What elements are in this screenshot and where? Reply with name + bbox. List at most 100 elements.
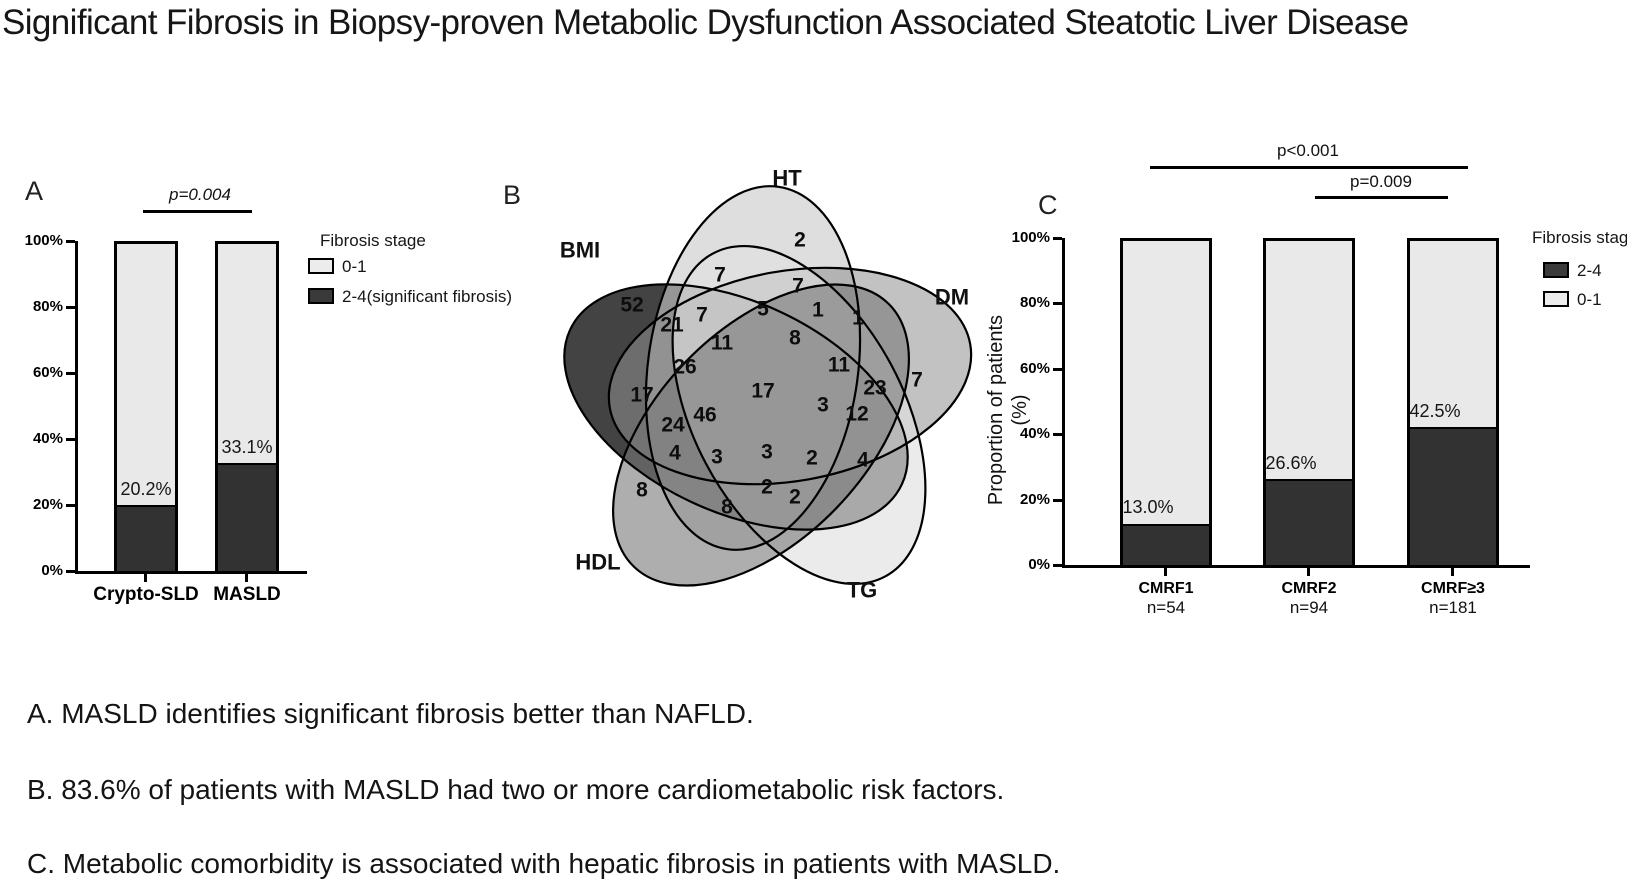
- panel-a-xtick-1: [144, 574, 147, 582]
- panel-c-significance-line-2: [1315, 196, 1448, 199]
- panel-c-legend-swatch-0-1: [1543, 291, 1569, 307]
- panel-a-legend-label-2-4: 2-4(significant fibrosis): [342, 287, 513, 306]
- venn-region-r25: 3: [761, 441, 773, 464]
- venn-region-r21: 24: [661, 414, 685, 437]
- panel-a-legend-title: Fibrosis stage: [320, 231, 426, 250]
- ticksC-mark-40%: [1053, 433, 1062, 437]
- ticksA-label-60%: 60%: [32, 364, 63, 381]
- panel-a-category-crypto-sld: Crypto-SLD: [93, 584, 199, 605]
- panel-a-xtick-2: [245, 574, 248, 582]
- venn-ellipse-hdl: [613, 284, 909, 586]
- venn-region-r30: 2: [789, 486, 801, 509]
- panel-c-label: C: [1038, 190, 1058, 220]
- ticksA-mark-40%: [66, 438, 75, 441]
- venn-region-r14: 26: [673, 356, 696, 379]
- venn-ellipse-outlines: [563, 185, 973, 587]
- venn-region-r05: 7: [714, 264, 726, 287]
- ticksA-mark-100%: [66, 240, 75, 243]
- ticksA-label-0%: 0%: [41, 562, 63, 579]
- ticksA-mark-0%: [66, 570, 75, 573]
- venn-region-r28: 2: [761, 476, 773, 499]
- bar-cmrf1-dark-segment: [1123, 523, 1209, 565]
- bar-cmrf1-value-label: 13.0%: [1122, 497, 1174, 518]
- venn-region-r23: 4: [669, 442, 681, 465]
- venn-region-r27: 4: [857, 449, 869, 472]
- ticksC-mark-60%: [1053, 367, 1062, 371]
- figure-title: Significant Fibrosis in Biopsy-proven Me…: [2, 3, 1409, 42]
- ticksC-label-60%: 60%: [1019, 359, 1050, 377]
- venn-set-label-dm: DM: [935, 285, 969, 310]
- panel-c-significance-line-1: [1150, 166, 1468, 169]
- ticksA-label-20%: 20%: [32, 496, 63, 513]
- panel-a-y-axis: [75, 241, 78, 574]
- panel-c-legend-title: Fibrosis stage: [1532, 228, 1627, 247]
- panel-c-n-cmrf1: n=54: [1146, 598, 1186, 617]
- venn-region-dm_only: 7: [911, 369, 923, 392]
- panel-b-label: B: [503, 180, 522, 210]
- ticksC-label-80%: 80%: [1019, 294, 1050, 312]
- panel-a-legend-label-0-1: 0-1: [342, 257, 367, 276]
- bar-cmrf3plus: [1407, 238, 1499, 568]
- panel-a-p-value: p=0.004: [169, 185, 231, 204]
- venn-region-r29: 8: [721, 496, 733, 519]
- bar-cmrf1: [1120, 238, 1212, 568]
- panel-a-legend-swatch-2-4: [308, 288, 334, 304]
- panel-c-category-cmrf1: CMRF1: [1138, 580, 1194, 597]
- panel-c-legend-label-0-1: 0-1: [1577, 290, 1602, 309]
- panel-a-category-masld: MASLD: [213, 584, 281, 605]
- ticksA-label-40%: 40%: [32, 430, 63, 447]
- ticksC-label-40%: 40%: [1019, 425, 1050, 443]
- venn-region-ht_only: 2: [794, 229, 806, 252]
- bar-cmrf3plus-value-label: 42.5%: [1409, 401, 1461, 422]
- venn-region-r17: 17: [630, 384, 653, 407]
- venn-set-label-bmi: BMI: [560, 238, 600, 263]
- bar-cmrf2: [1263, 238, 1355, 568]
- bar-crypto-sld-value-label: 20.2%: [120, 479, 172, 500]
- panel-a-significance-line: [143, 210, 252, 213]
- bar-masld-dark-segment: [218, 462, 276, 571]
- bar-masld-value-label: 33.1%: [221, 436, 273, 457]
- venn-set-label-tg: TG: [847, 578, 878, 603]
- panel-c-legend-swatch-2-4: [1543, 262, 1569, 278]
- venn-region-r26: 2: [806, 447, 818, 470]
- caption-a: A. MASLD identifies significant fibrosis…: [27, 698, 754, 729]
- ticksA-label-100%: 100%: [24, 232, 63, 249]
- panel-c-legend-label-2-4: 2-4: [1577, 261, 1602, 280]
- venn-region-r12: 8: [789, 327, 801, 350]
- venn-region-r07: 5: [757, 298, 769, 321]
- bar-crypto-sld: [114, 241, 178, 574]
- ticksA-label-80%: 80%: [32, 298, 63, 315]
- ticksA-mark-60%: [66, 372, 75, 375]
- ticksC-label-0%: 0%: [1028, 556, 1050, 573]
- venn-region-r16: 23: [863, 377, 886, 400]
- venn-region-r13: 11: [711, 332, 734, 355]
- panel-c-xtick-3: [1451, 568, 1454, 576]
- venn-region-bmi_only: 52: [620, 294, 643, 317]
- ticksC-mark-20%: [1053, 498, 1062, 502]
- bar-crypto-sld-dark-segment: [117, 505, 175, 571]
- panel-a-label: A: [25, 176, 44, 206]
- venn-region-r10: 21: [660, 314, 684, 337]
- ticksA-mark-20%: [66, 504, 75, 507]
- venn-region-r11: 7: [696, 304, 708, 327]
- panel-c-y-axis: [1062, 238, 1065, 568]
- panel-c-xtick-2: [1307, 568, 1310, 576]
- panel-c-y-axis-title-line1: Proportion of patients: [985, 314, 1007, 506]
- panel-c-xtick-1: [1164, 568, 1167, 576]
- panel-a-x-axis: [75, 571, 307, 574]
- venn-region-r15: 11: [828, 354, 851, 377]
- ticksC-label-100%: 100%: [1011, 229, 1050, 246]
- venn-region-r06: 7: [792, 275, 804, 298]
- bar-masld: [215, 241, 279, 574]
- panel-c-category-cmrf2: CMRF2: [1281, 580, 1337, 597]
- venn-region-r09: 1: [852, 307, 864, 330]
- venn-region-hdl_only: 8: [636, 479, 648, 502]
- panel-c-y-axis-title-line2: (%): [1009, 394, 1031, 426]
- venn-region-r18: 17: [751, 380, 774, 403]
- venn-region-r24: 3: [711, 446, 723, 469]
- venn-region-r20: 46: [693, 404, 716, 427]
- panel-c-y-axis-title: Proportion of patients (%): [984, 315, 1032, 505]
